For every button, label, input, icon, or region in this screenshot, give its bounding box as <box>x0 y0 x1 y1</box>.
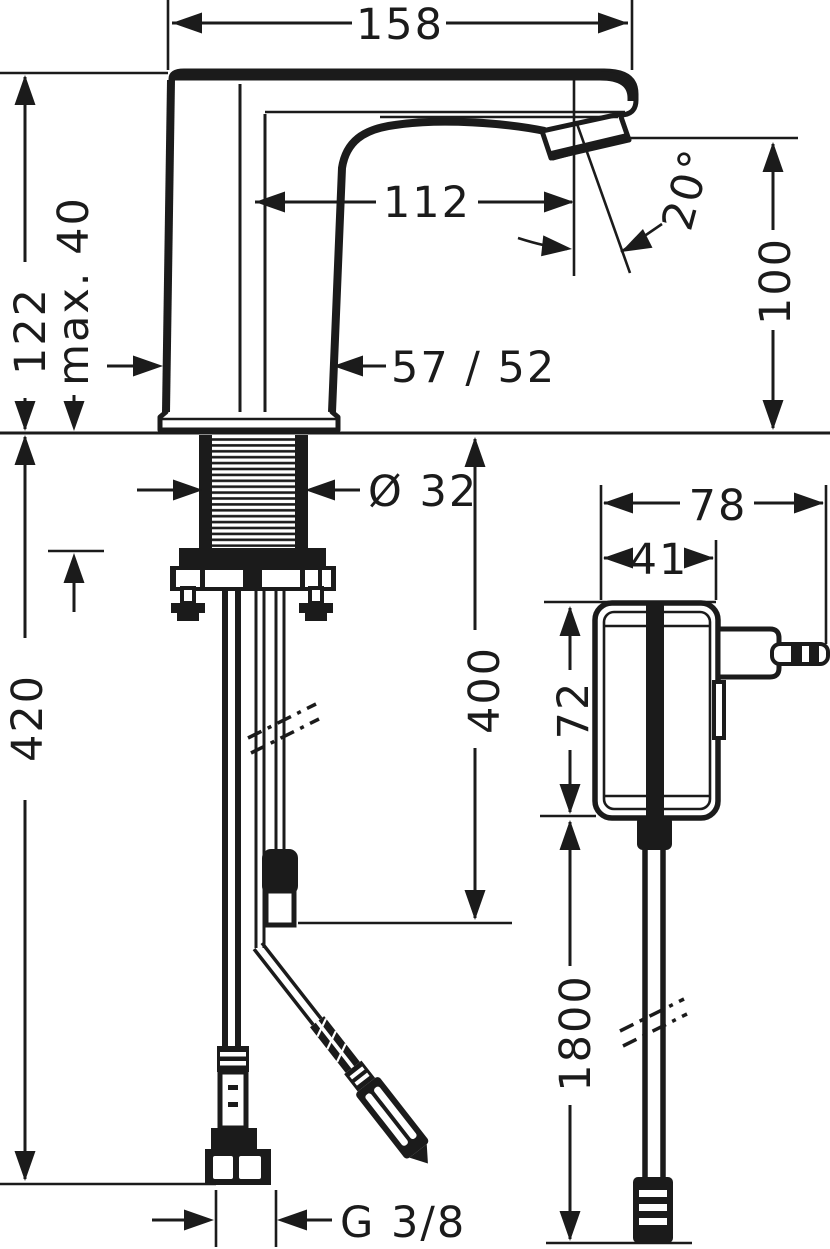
mounting-flange <box>170 548 336 591</box>
dimension-labels: 158 122 max. 40 112 20° 100 57 / 52 Ø 32… <box>3 0 801 1248</box>
dim-spout-height: 122 <box>6 287 56 375</box>
dim-max-deck-thickness: max. 40 <box>49 196 99 386</box>
dim-overall-width: 158 <box>356 0 444 50</box>
flexible-hose-diagonal <box>252 591 429 1164</box>
dim-sensor-cable-length: 400 <box>460 646 510 734</box>
power-supply-unit <box>592 600 830 821</box>
dim-shank-diameter: Ø 32 <box>368 467 478 517</box>
psu-plug <box>712 626 830 740</box>
dim-outlet-angle: 20° <box>653 143 723 235</box>
dim-hose-drop-length: 420 <box>3 674 53 762</box>
dim-psu-body-width: 41 <box>630 535 689 585</box>
g38-nut <box>205 1149 271 1185</box>
dim-power-cable-length: 1800 <box>551 974 601 1091</box>
dim-connection-thread: G 3/8 <box>340 1198 466 1248</box>
dim-spout-reach: 112 <box>383 178 471 228</box>
break-marks-cable <box>619 997 688 1048</box>
power-cable-connector <box>633 1177 673 1243</box>
power-cable <box>619 816 688 1243</box>
faucet-body <box>157 68 639 433</box>
break-marks-hoses <box>247 702 320 755</box>
dim-outlet-height: 100 <box>751 237 801 325</box>
spout-outlet <box>539 111 632 161</box>
sensor-cable <box>262 591 298 928</box>
psu-plug-pin <box>770 642 830 666</box>
dim-body-depth: 57 / 52 <box>391 343 556 393</box>
sensor-cable-connector <box>262 849 298 928</box>
mounting-screw-left <box>171 586 205 621</box>
threaded-shank <box>199 435 308 548</box>
dim-psu-height: 72 <box>549 681 599 740</box>
supply-hose <box>205 591 271 1185</box>
mounting-screw-right <box>299 586 333 621</box>
dim-psu-total-width: 78 <box>689 481 748 531</box>
